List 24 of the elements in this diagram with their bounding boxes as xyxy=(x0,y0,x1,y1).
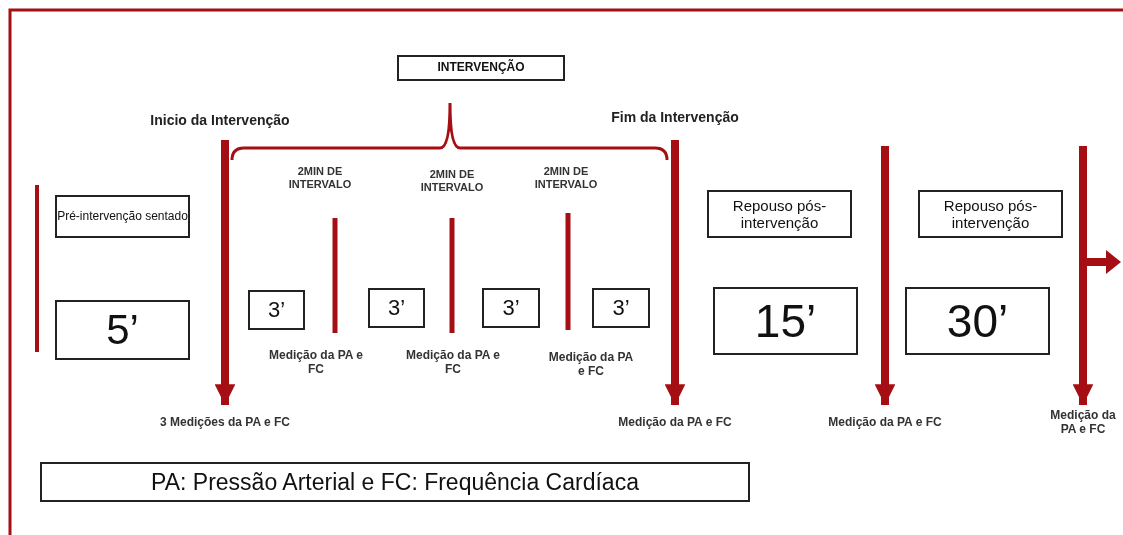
phase-heading: Inicio da Intervenção xyxy=(150,100,290,140)
text-box: PA: Pressão Arterial e FC: Frequência Cardíaca xyxy=(40,462,750,502)
text-box: 3’ xyxy=(482,288,540,328)
text-box: 5’ xyxy=(55,300,190,360)
text-box: INTERVENÇÃO xyxy=(397,55,565,81)
text-box: 3’ xyxy=(248,290,305,330)
text-box: 3’ xyxy=(368,288,425,328)
measurement-label: Medição da PA e FC xyxy=(605,405,745,441)
annotation-text: Medição da PA e FC xyxy=(268,348,364,377)
text-box: Repouso pós-intervenção xyxy=(707,190,852,238)
annotation-text: 2MIN DE INTERVALO xyxy=(419,168,485,195)
annotation-text: Medição da PA e FC xyxy=(405,348,501,377)
text-box: 30’ xyxy=(905,287,1050,355)
measurement-label: Medição da PA e FC xyxy=(1043,405,1123,441)
text-box: 3’ xyxy=(592,288,650,328)
text-box: Pré-intervenção sentado xyxy=(55,195,190,238)
measurement-label: Medição da PA e FC xyxy=(815,405,955,441)
text-box: 15’ xyxy=(713,287,858,355)
measurement-label: 3 Medições da PA e FC xyxy=(155,405,295,441)
phase-heading: Fim da Intervenção xyxy=(605,95,745,140)
annotation-text: 2MIN DE INTERVALO xyxy=(287,165,353,192)
annotation-text: Medição da PA e FC xyxy=(547,350,635,379)
annotation-text: 2MIN DE INTERVALO xyxy=(533,165,599,192)
text-box: Repouso pós-intervenção xyxy=(918,190,1063,238)
